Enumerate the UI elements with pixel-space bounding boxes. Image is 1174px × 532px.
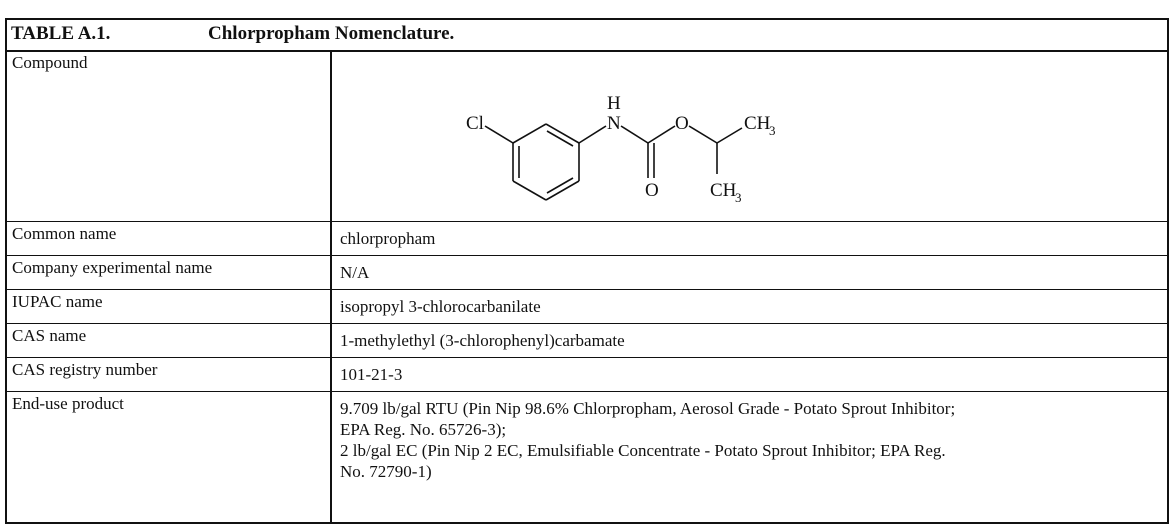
nomenclature-table: TABLE A.1. Chlorpropham Nomenclature. Co… [5,18,1169,524]
ester-oxygen-label: O [675,113,689,134]
table-row: CAS name 1-methylethyl (3-chlorophenyl)c… [7,323,1167,358]
row-label: CAS name [7,323,332,357]
methyl-top-subscript: 3 [769,123,776,138]
end-use-line: EPA Reg. No. 65726-3); [340,420,507,439]
table-row: Company experimental name N/A [7,255,1167,290]
row-value: N/A [340,263,370,282]
compound-structure-cell: Cl H N O O CH 3 CH 3 [334,50,1167,221]
table-title: Chlorpropham Nomenclature. [208,23,455,44]
methyl-bottom-label: CH [710,180,737,201]
end-use-line: 2 lb/gal EC (Pin Nip 2 EC, Emulsifiable … [340,441,946,460]
methyl-bottom-subscript: 3 [735,190,742,205]
row-label: Common name [7,221,332,255]
row-label: IUPAC name [7,289,332,323]
table-row: CAS registry number 101-21-3 [7,357,1167,392]
compound-row: Compound [7,50,1167,222]
chlorpropham-structure: Cl H N O O CH 3 CH 3 [466,93,776,205]
table-row: Common name chlorpropham [7,221,1167,256]
table-number: TABLE A.1. [11,23,111,44]
table-row: End-use product 9.709 lb/gal RTU (Pin Ni… [7,391,1167,522]
chlorine-label: Cl [466,113,484,134]
nitrogen-label: N [607,113,621,134]
row-value: isopropyl 3-chlorocarbanilate [340,297,541,316]
end-use-line: No. 72790-1) [340,462,432,481]
table-row: IUPAC name isopropyl 3-chlorocarbanilate [7,289,1167,324]
end-use-line: 9.709 lb/gal RTU (Pin Nip 98.6% Chlorpro… [340,399,956,418]
row-value: 101-21-3 [340,365,403,384]
carbonyl-oxygen-label: O [645,180,659,201]
row-value: 1-methylethyl (3-chlorophenyl)carbamate [340,331,625,350]
row-label: CAS registry number [7,357,332,391]
end-use-product-value: 9.709 lb/gal RTU (Pin Nip 98.6% Chlorpro… [334,391,1167,522]
row-label: Compound [7,50,332,221]
table-title-row: TABLE A.1. Chlorpropham Nomenclature. [7,20,1167,52]
methyl-top-label: CH [744,113,771,134]
row-label: End-use product [7,391,332,522]
row-label: Company experimental name [7,255,332,289]
row-value: chlorpropham [340,229,436,248]
hydrogen-label: H [607,93,621,114]
